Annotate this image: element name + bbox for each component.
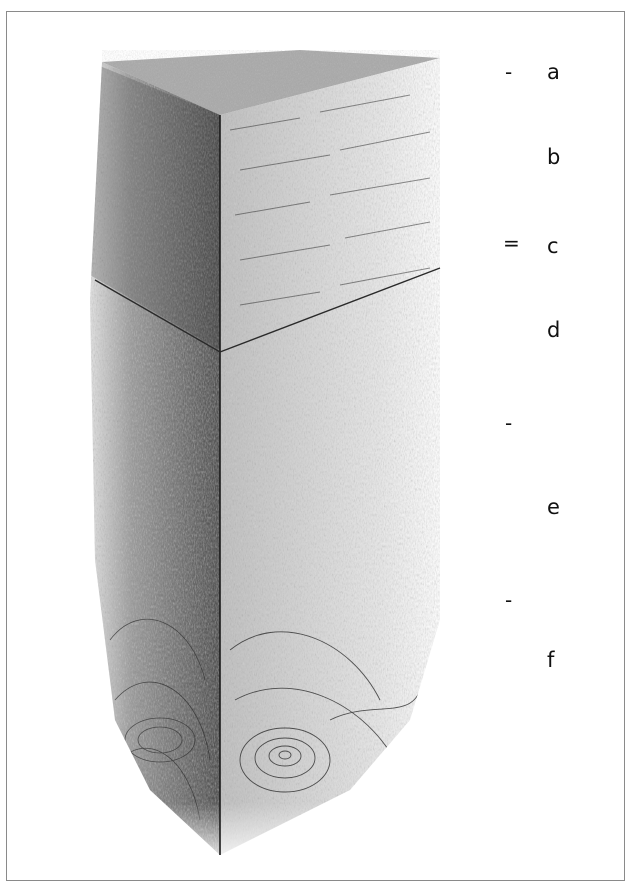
horizon-label-e: e xyxy=(547,497,560,518)
boundary-mark-4: - xyxy=(505,590,512,610)
boundary-mark-1: - xyxy=(505,62,512,82)
horizon-label-d: d xyxy=(547,320,560,341)
boundary-mark-3: - xyxy=(505,413,512,433)
horizon-label-f: f xyxy=(547,650,554,671)
horizon-label-c: c xyxy=(547,236,559,257)
horizon-label-b: b xyxy=(547,147,560,168)
boundary-mark-2: = xyxy=(503,233,520,253)
horizon-label-a: a xyxy=(547,62,560,83)
